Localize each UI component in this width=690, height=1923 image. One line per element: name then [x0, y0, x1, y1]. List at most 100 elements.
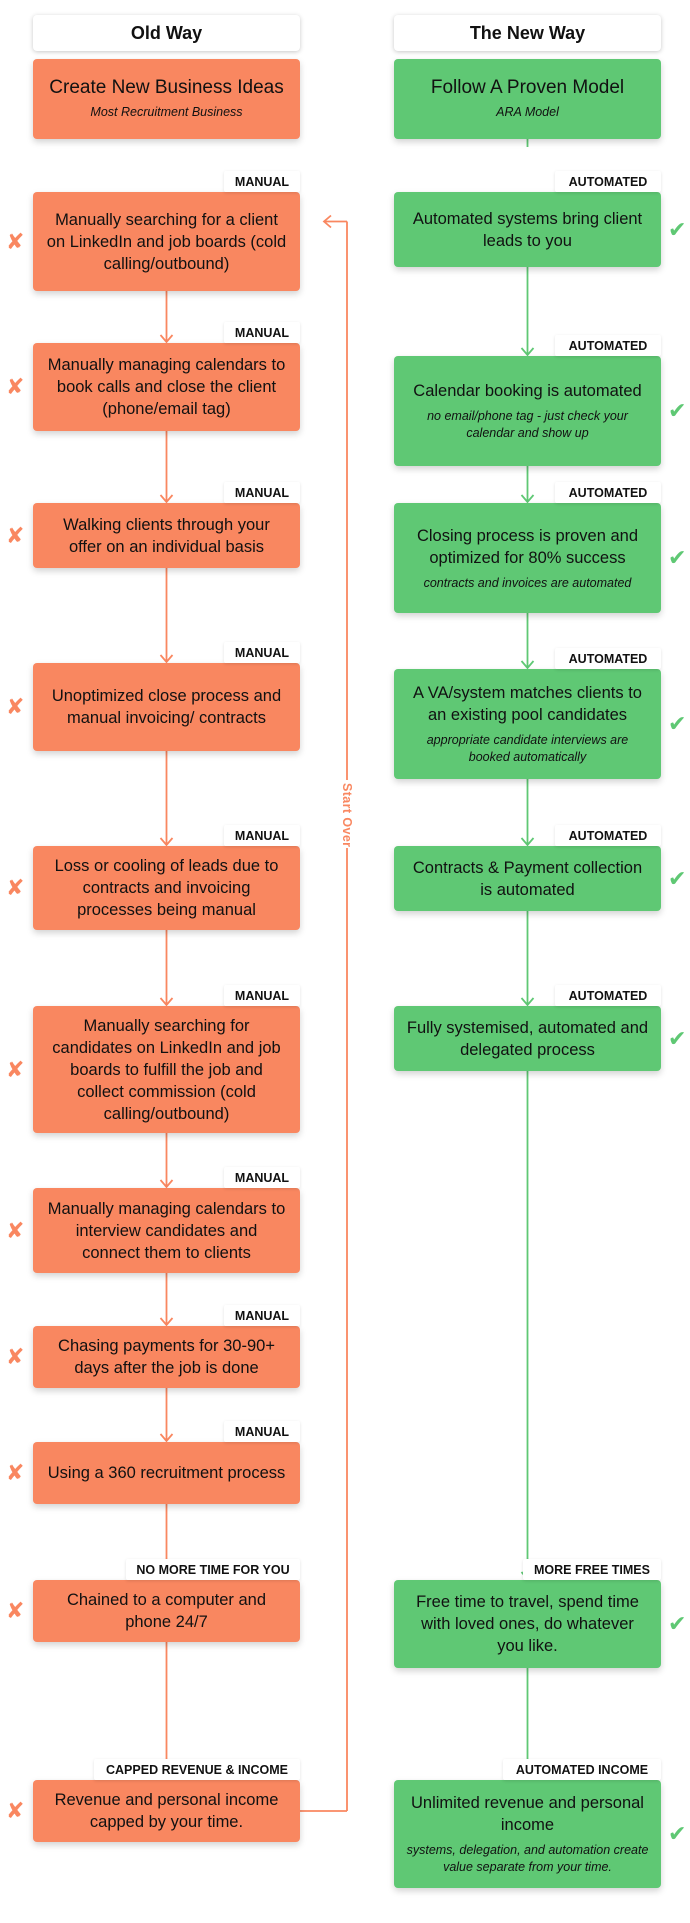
new-step-title: Free time to travel, spend time with lov…	[416, 1593, 639, 1655]
old-step-tag: MANUAL	[224, 985, 300, 1006]
old-way-header-label: Old Way	[130, 22, 203, 43]
new-step-tag: AUTOMATED INCOME	[503, 1759, 661, 1780]
arrow-head-icon	[159, 837, 174, 847]
arrow-head-icon	[322, 214, 332, 229]
old-step-title: Loss or cooling of leads due to contract…	[54, 857, 279, 919]
new-way-step: Automated systems bring client leads to …	[394, 192, 661, 267]
old-step-tag: NO MORE TIME FOR YOU	[126, 1559, 300, 1580]
cross-icon: ✘	[6, 875, 25, 900]
old-way-step: Revenue and personal income capped by yo…	[33, 1780, 300, 1842]
cross-icon: ✘	[6, 374, 25, 399]
old-step-title: Manually managing calendars to book call…	[47, 356, 286, 418]
new-step-tag: MORE FREE TIMES	[523, 1559, 661, 1580]
new-way-step: Calendar booking is automated no email/ph…	[394, 356, 661, 466]
old-way-step: Loss or cooling of leads due to contract…	[33, 846, 300, 930]
old-step-tag: MANUAL	[224, 642, 300, 663]
new-step-subtitle: appropriate candidate interviews are boo…	[426, 733, 629, 764]
check-icon: ✔	[668, 398, 687, 423]
new-step-title: Unlimited revenue and personal income	[411, 1794, 644, 1834]
arrow-head-icon	[520, 347, 535, 357]
old-step-tag: MANUAL	[224, 1167, 300, 1188]
arrow-head-icon	[159, 1317, 174, 1327]
old-way-step: Walking clients through your offer on an…	[33, 503, 300, 568]
arrow-head-icon	[159, 997, 174, 1007]
arrow-head-icon	[159, 1179, 174, 1189]
old-step-title: Walking clients through your offer on an…	[63, 515, 270, 556]
cross-icon: ✘	[6, 522, 25, 548]
old-way-step: Manually managing calendars to book call…	[33, 343, 300, 431]
arrow-head-icon	[520, 660, 535, 670]
check-icon: ✔	[668, 1025, 687, 1051]
old-step-title: Chasing payments for 30-90+ days after t…	[58, 1337, 275, 1377]
old-step-title: Unoptimized close process and manual inv…	[51, 687, 282, 727]
new-way-step: A VA/system matches clients to an existi…	[394, 669, 661, 779]
old-step-title: Manually managing calendars to interview…	[47, 1199, 286, 1262]
new-step-tag: AUTOMATED	[555, 985, 661, 1006]
new-way-step: Contracts & Payment collection is automa…	[394, 846, 661, 911]
arrow-head-icon	[159, 654, 174, 664]
check-icon: ✔	[668, 711, 687, 736]
new-step-title: Calendar booking is automated	[413, 382, 642, 400]
check-icon: ✔	[668, 216, 687, 242]
old-way-header: Old Way	[33, 15, 300, 51]
new-step-tag: AUTOMATED	[555, 825, 661, 846]
new-step-tag: AUTOMATED	[555, 171, 661, 192]
cross-icon: ✘	[6, 1217, 25, 1243]
new-way-step: Free time to travel, spend time with lov…	[394, 1580, 661, 1668]
old-step-tag: MANUAL	[224, 825, 300, 846]
old-step-title: Revenue and personal income capped by yo…	[54, 1791, 279, 1831]
old-way-step: Using a 360 recruitment process	[33, 1442, 300, 1504]
old-step-title: Chained to a computer and phone 24/7	[66, 1591, 267, 1631]
new-way-header-label: The New Way	[469, 22, 586, 43]
old-step-title: Using a 360 recruitment process	[47, 1464, 286, 1482]
cross-icon: ✘	[6, 228, 25, 254]
old-way-step: Manually managing calendars to interview…	[33, 1188, 300, 1273]
new-step-subtitle: contracts and invoices are automated	[423, 575, 632, 590]
old-way-step: Chasing payments for 30-90+ days after t…	[33, 1326, 300, 1388]
new-step-title: Follow A Proven Model	[430, 77, 625, 98]
check-icon: ✔	[668, 865, 687, 891]
new-step-title: A VA/system matches clients to an existi…	[413, 684, 642, 724]
new-step-title: Contracts & Payment collection is automa…	[412, 858, 643, 899]
arrow-head-icon	[520, 494, 535, 504]
cross-icon: ✘	[6, 1798, 25, 1823]
new-step-subtitle: no email/phone tag - just check your cal…	[427, 409, 628, 440]
cross-icon: ✘	[6, 1460, 25, 1485]
arrow-head-icon	[520, 837, 535, 847]
new-step-title: Fully systemised, automated and delegate…	[406, 1018, 649, 1059]
new-way-header: The New Way	[394, 15, 661, 51]
new-step-tag: AUTOMATED	[555, 648, 661, 669]
check-icon: ✔	[668, 1611, 687, 1636]
arrow-head-icon	[159, 1433, 174, 1443]
old-step-subtitle: Most Recruitment Business	[90, 105, 243, 119]
old-step-title: Manually searching for candidates on Lin…	[52, 1016, 281, 1123]
arrow-head-icon	[520, 997, 535, 1007]
old-way-step: Manually searching for candidates on Lin…	[33, 1006, 300, 1133]
new-way-step: Fully systemised, automated and delegate…	[394, 1006, 661, 1071]
cross-icon: ✘	[6, 1056, 25, 1082]
old-step-tag: MANUAL	[224, 171, 300, 192]
new-way-step: Closing process is proven and optimized …	[394, 503, 661, 613]
old-way-step: Unoptimized close process and manual inv…	[33, 663, 300, 751]
new-step-tag: AUTOMATED	[555, 482, 661, 503]
cross-icon: ✘	[6, 1344, 25, 1369]
old-way-step: Manually searching for a client on Linke…	[33, 192, 300, 291]
old-step-title: Manually searching for a client on Linke…	[46, 210, 287, 273]
start-over-label: Start Over	[340, 780, 354, 848]
old-step-tag: MANUAL	[224, 1421, 300, 1442]
new-step-tag: AUTOMATED	[555, 335, 661, 356]
old-way-step: Chained to a computer and phone 24/7	[33, 1580, 300, 1642]
cross-icon: ✘	[6, 1598, 25, 1623]
new-step-title: Closing process is proven and optimized …	[416, 526, 639, 567]
old-step-tag: MANUAL	[224, 322, 300, 343]
old-step-tag: MANUAL	[224, 482, 300, 503]
old-step-tag: CAPPED REVENUE & INCOME	[94, 1759, 300, 1780]
arrow-head-icon	[159, 494, 174, 504]
old-step-title: Create New Business Ideas	[49, 77, 284, 98]
arrow-head-icon	[159, 334, 174, 344]
new-step-subtitle: ARA Model	[496, 105, 559, 119]
